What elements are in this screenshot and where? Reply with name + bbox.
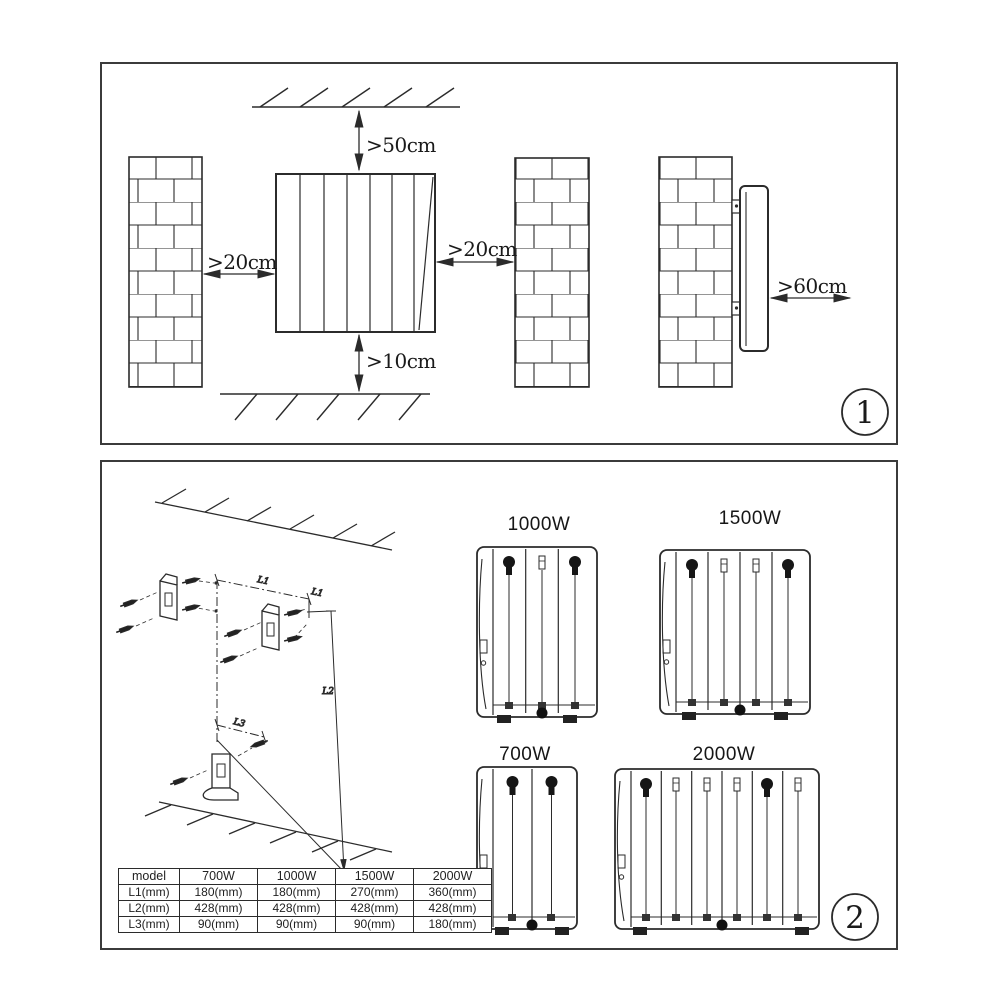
clearance-bottom-label: >10cm [366,349,436,373]
model-label-700w: 700W [499,744,551,765]
screw-icon [168,775,189,788]
clearance-bottom-arrow: >10cm [354,333,437,393]
dim-l1-small-label: L1 [309,587,324,599]
spec-table: model 700W 1000W 1500W 2000W L1(mm) 180(… [118,868,492,933]
wall-bracket-middle [218,603,308,666]
screw-icon [249,737,270,750]
model-label-1500w: 1500W [719,508,782,529]
table-cell: L3(mm) [118,916,180,933]
clearance-left-label: >20cm [207,250,277,274]
table-row: L2(mm) 428(mm) 428(mm) 428(mm) 428(mm) [118,900,492,917]
dim-l3-label: L3 [231,717,246,730]
clearance-front-label: >60cm [777,274,847,298]
table-cell: 90(mm) [257,916,336,933]
table-cell: 180(mm) [257,884,336,901]
table-cell: 1000W [257,868,336,885]
figure-badge-2: 2 [831,893,879,941]
floor-hatch [220,393,430,421]
brick-wall-side [658,156,733,388]
installation-clearance-panel: >50cm >20cm >20cm >10cm [100,62,898,445]
clearance-right-label: >20cm [447,237,517,261]
radiator-2000w-illustration: 2000W [614,744,820,935]
table-cell: 180(mm) [179,884,258,901]
side-view-group: >60cm [658,156,852,388]
screw-icon [282,607,303,618]
badge-circle [831,893,879,941]
brick-wall-left [128,156,203,388]
table-cell: L2(mm) [118,900,180,917]
screw-icon [282,633,303,644]
mounting-dimensions-panel: L1 L1 L2 L3 [100,460,898,950]
table-header-row: model 700W 1000W 1500W 2000W [118,868,492,885]
table-cell: 428(mm) [257,900,336,917]
radiator-1000w-illustration: 1000W [476,514,598,723]
clearance-right-arrow: >20cm [435,237,518,267]
brick-wall-right [514,157,590,388]
table-cell: 270(mm) [335,884,414,901]
screw-icon [180,602,201,613]
dim-l1-label: L1 [255,575,270,587]
table-cell: 700W [179,868,258,885]
clearance-top-arrow: >50cm [354,109,437,172]
mounting-diagram: L1 L1 L2 L3 [114,488,879,941]
clearance-left-arrow: >20cm [202,250,278,279]
table-row: L1(mm) 180(mm) 180(mm) 270(mm) 360(mm) [118,884,492,901]
clearance-diagram: >50cm >20cm >20cm >10cm [128,87,889,436]
table-cell: model [118,868,180,885]
table-cell: 90(mm) [179,916,258,933]
screw-icon [118,597,139,610]
screw-icon [218,653,239,666]
radiator-1500w-illustration: 1500W [659,508,811,720]
table-cell: 360(mm) [413,884,492,901]
bracket-mounting-drawing: L1 L1 L2 L3 [114,573,347,873]
table-cell: 180(mm) [413,916,492,933]
radiator-700w-illustration: 700W [476,744,578,935]
floor-bracket-bottom [168,737,270,801]
badge-number: 1 [855,395,875,431]
wall-bracket-top-left [114,573,218,636]
screw-icon [114,623,135,636]
table-cell: 428(mm) [179,900,258,917]
screw-icon [180,575,201,586]
ceiling-hatch [154,488,396,551]
table-row: L3(mm) 90(mm) 90(mm) 90(mm) 180(mm) [118,916,492,933]
dim-l2-label: L2 [321,687,334,697]
table-cell: 2000W [413,868,492,885]
table-cell: 428(mm) [335,900,414,917]
clearance-top-label: >50cm [366,133,436,157]
model-label-2000w: 2000W [693,744,756,765]
screw-icon [222,627,243,640]
table-cell: 1500W [335,868,414,885]
ceiling-hatch [252,87,460,108]
model-label-1000w: 1000W [508,514,571,535]
badge-circle [841,388,889,436]
badge-number: 2 [845,900,865,936]
table-cell: L1(mm) [118,884,180,901]
radiator-side-view [731,185,769,352]
radiator-front-view [275,173,436,333]
table-cell: 90(mm) [335,916,414,933]
table-cell: 428(mm) [413,900,492,917]
figure-badge-1: 1 [841,388,889,436]
floor-hatch [144,801,393,861]
